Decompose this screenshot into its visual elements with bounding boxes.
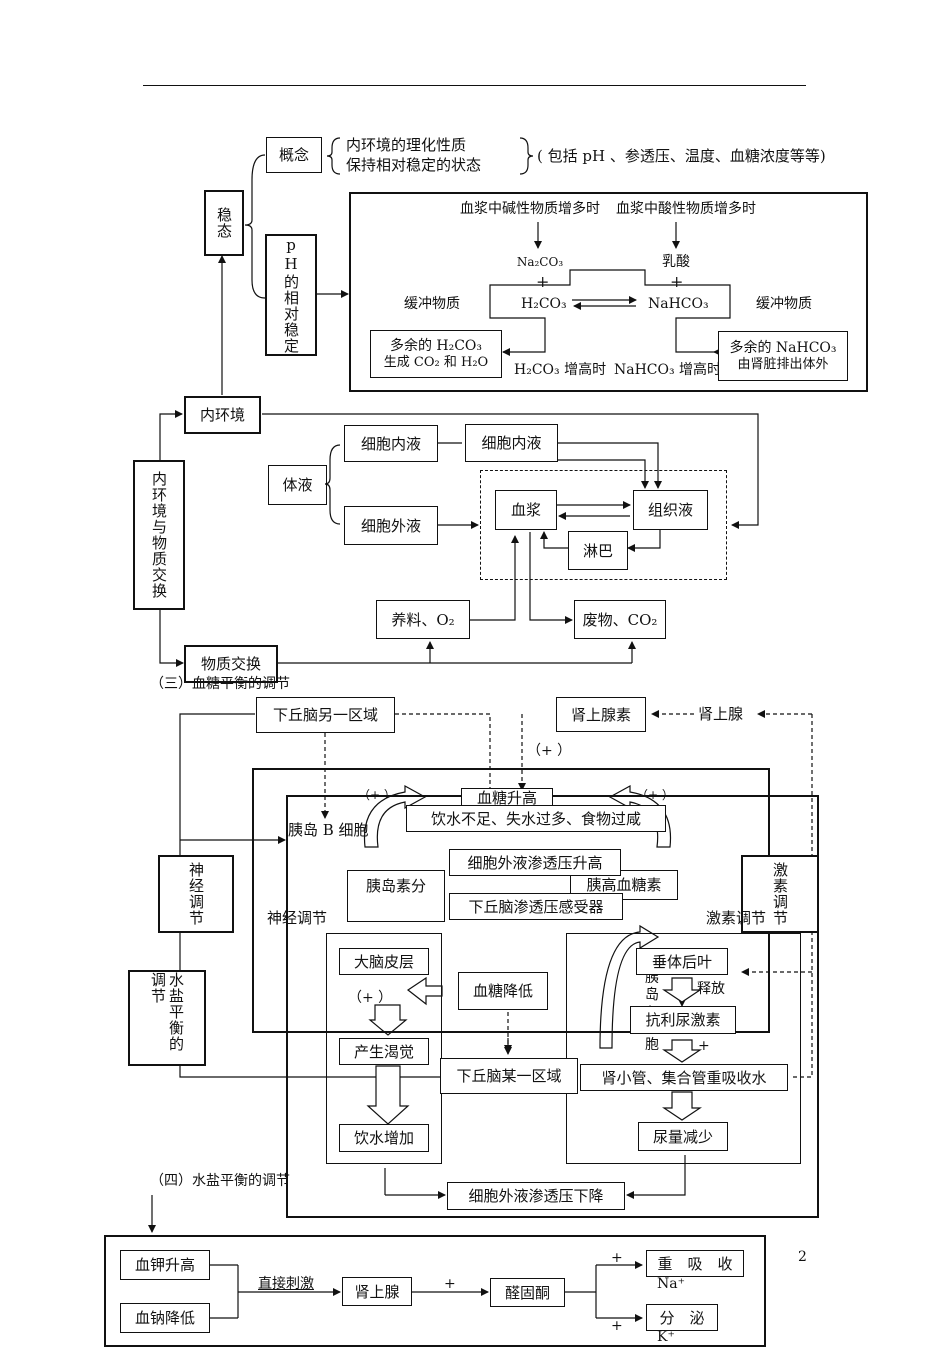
trigger-box: 饮水不足、失水过多、食物过咸 xyxy=(406,805,666,832)
plasma: 血浆 xyxy=(495,490,557,530)
hormone-regulation-label: 激素调节 xyxy=(706,909,767,927)
waste-co2: 废物、CO₂ xyxy=(574,600,666,639)
cortex-column xyxy=(326,933,442,1164)
extracellular-compartment xyxy=(480,470,727,580)
excess-nahco3-line1: 多余的 NaHCO₃ xyxy=(729,339,837,356)
intracellular-fluid-1: 细胞内液 xyxy=(344,425,438,462)
nutrients-o2: 养料、O₂ xyxy=(376,600,470,639)
buffer-right-label: 缓冲物质 xyxy=(756,296,812,312)
neural-regulation-box: 神经调节 xyxy=(158,855,234,933)
body-fluid: 体液 xyxy=(268,465,327,505)
secrete-k: 分 泌 xyxy=(646,1304,718,1331)
h2co3-label: H₂CO₃ xyxy=(521,296,567,312)
antidiuretic-hormone: 抗利尿激素 xyxy=(630,1006,736,1034)
nahco3-label: NaHCO₃ xyxy=(648,296,709,312)
islet-b-cell: 胰岛 B 细胞 xyxy=(288,821,369,839)
excess-h2co3-line1: 多余的 H₂CO₃ xyxy=(389,337,483,354)
plus-right: + xyxy=(670,272,684,291)
inner-environment: 内环境 xyxy=(184,396,261,434)
excess-h2co3-box: 多余的 H₂CO₃ 生成 CO₂ 和 H₂O xyxy=(370,330,502,378)
material-exchange: 物质交换 xyxy=(184,645,278,683)
aldosterone: 醛固酮 xyxy=(490,1278,565,1307)
page-number: 2 xyxy=(798,1249,807,1265)
concept-line2: 保持相对稳定的状态 xyxy=(346,156,482,174)
sodium-down: 血钠降低 xyxy=(120,1303,210,1333)
na-ion: Na⁺ xyxy=(657,1276,685,1292)
osmotic-pressure-up: 细胞外液渗透压升高 xyxy=(449,849,621,876)
adrenal-gland-box: 肾上腺 xyxy=(342,1277,412,1306)
tissue-fluid: 组织液 xyxy=(633,490,708,530)
ph-stability-label: pH的相对稳定 xyxy=(265,234,317,356)
concept-note: ( 包括 pH 、参透压、温度、血糖浓度等等) xyxy=(537,147,826,165)
exchange-title: 内环境与物质交换 xyxy=(133,460,185,610)
concept-line1: 内环境的理化性质 xyxy=(346,136,467,154)
homeostasis-title: 稳态 xyxy=(204,190,244,256)
hypothalamus-region: 下丘脑某一区域 xyxy=(440,1058,578,1094)
alkali-increase-label: 血浆中碱性物质增多时 xyxy=(460,201,600,217)
adrenaline: 肾上腺素 xyxy=(556,697,646,732)
potassium-up: 血钾升高 xyxy=(120,1250,210,1280)
plus-cortex: （+ ） xyxy=(348,990,393,1006)
excess-nahco3-box: 多余的 NaHCO₃ 由肾脏排出体外 xyxy=(718,331,848,381)
lactic-acid-box: 乳酸 xyxy=(662,253,690,270)
header-rule xyxy=(143,85,806,86)
release-label: 释放 xyxy=(697,981,725,997)
blood-sugar-up: 血糖升高 xyxy=(461,788,553,810)
plus-secrete: + xyxy=(611,1318,623,1334)
adrenal-gland: 肾上腺 xyxy=(698,705,744,723)
plus-aldosterone: + xyxy=(444,1276,456,1292)
direct-stimulation: 直接刺激 xyxy=(258,1276,314,1292)
extracellular-fluid: 细胞外液 xyxy=(344,506,438,545)
blood-sugar-down: 血糖降低 xyxy=(458,972,548,1010)
h2co3-high-label: H₂CO₃ 增高时 xyxy=(514,362,607,378)
cerebral-cortex: 大脑皮层 xyxy=(339,948,429,975)
reabsorb-na: 重 吸 收 xyxy=(646,1250,744,1277)
insulin-box: 胰岛素分 xyxy=(347,870,445,922)
excess-nahco3-line2: 由肾脏排出体外 xyxy=(737,356,829,372)
water-salt-title: 水盐平衡的调节 xyxy=(128,970,206,1066)
buffer-left-label: 缓冲物质 xyxy=(404,296,460,312)
concept-label: 概念 xyxy=(266,137,322,173)
plus-left: + xyxy=(536,272,550,291)
nahco3-high-label: NaHCO₃ 增高时 xyxy=(614,362,722,378)
drink-more: 饮水增加 xyxy=(339,1124,429,1152)
reabsorb-water: 肾小管、集合管重吸收水 xyxy=(580,1064,788,1091)
excess-h2co3-line2: 生成 CO₂ 和 H₂O xyxy=(383,354,489,370)
renal-column xyxy=(566,933,801,1164)
neural-regulation-label: 神经调节 xyxy=(267,909,328,927)
posterior-pituitary: 垂体后叶 xyxy=(636,948,728,975)
hypothalamus-other-region: 下丘脑另一区域 xyxy=(256,697,395,733)
urine-decrease: 尿量减少 xyxy=(638,1122,728,1151)
lymph: 淋巴 xyxy=(568,531,628,570)
water-section-title: （四）水盐平衡的调节 xyxy=(150,1173,290,1189)
intracellular-fluid-2: 细胞内液 xyxy=(465,424,558,462)
plus-adrenaline: （+ ） xyxy=(527,743,572,759)
k-ion: K⁺ xyxy=(657,1329,675,1345)
thirst: 产生渴觉 xyxy=(339,1038,429,1065)
glucose-section-title: （三）血糖平衡的调节 xyxy=(150,676,290,692)
osmotic-pressure-down: 细胞外液渗透压下降 xyxy=(447,1182,625,1210)
na2co3-box: Na₂CO₃ xyxy=(516,254,564,269)
acid-increase-label: 血浆中酸性物质增多时 xyxy=(616,201,756,217)
plus-adh: + xyxy=(698,1038,710,1054)
hypothalamus-receptor: 下丘脑渗透压感受器 xyxy=(449,893,623,920)
plus-reabsorb: + xyxy=(611,1250,623,1266)
